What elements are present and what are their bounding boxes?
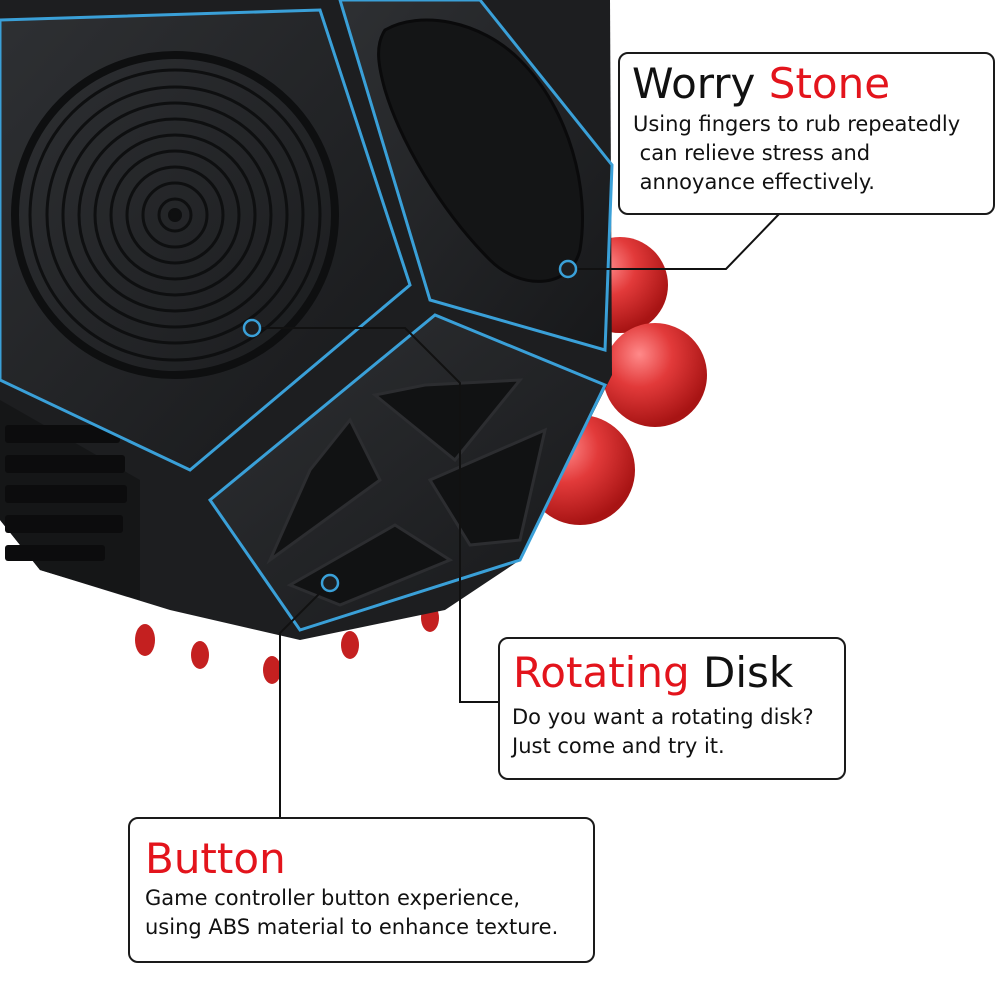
callout-title: Rotating Disk [513,649,834,697]
red-nub [341,631,359,659]
title-accent: Stone [768,59,891,108]
button-top [371,378,524,463]
callout-worry-stone: Worry Stone Using fingers to rub repeate… [618,52,995,215]
red-nub [135,624,155,656]
title-accent: Rotating [513,648,690,697]
worry-stone-face [338,0,614,352]
callout-description: Do you want a rotating disk? Just come a… [512,705,814,758]
callout-description: Game controller button experience, using… [145,886,559,939]
button-right [427,427,548,547]
leader-line-rotating-disk [252,327,498,703]
button-face [207,313,608,632]
title-main: Worry [632,59,756,108]
ridged-side-face [0,400,140,600]
callout-title: Button [145,835,583,883]
marker-dot-rotating-disk [242,318,262,338]
red-nub [191,641,209,669]
rotating-disk-face [0,8,412,472]
title-accent: Button [145,834,286,883]
callout-rotating-disk: Rotating Disk Do you want a rotating dis… [498,637,846,780]
marker-dot-worry-stone [558,259,578,279]
leader-lines [252,212,781,817]
red-nub [263,656,281,684]
callout-description: Using fingers to rub repeatedly can reli… [633,112,961,194]
leader-line-button [279,582,331,817]
rotating-disk [11,51,339,379]
leader-line-worry-stone [568,212,781,270]
marker-dot-button [320,573,340,593]
callout-button: Button Game controller button experience… [128,817,595,963]
button-left [266,417,382,565]
worry-stone-groove [377,18,584,283]
title-main: Disk [702,648,794,697]
marker-dots [242,259,578,593]
callout-title: Worry Stone [632,60,983,108]
red-ball [603,323,707,427]
